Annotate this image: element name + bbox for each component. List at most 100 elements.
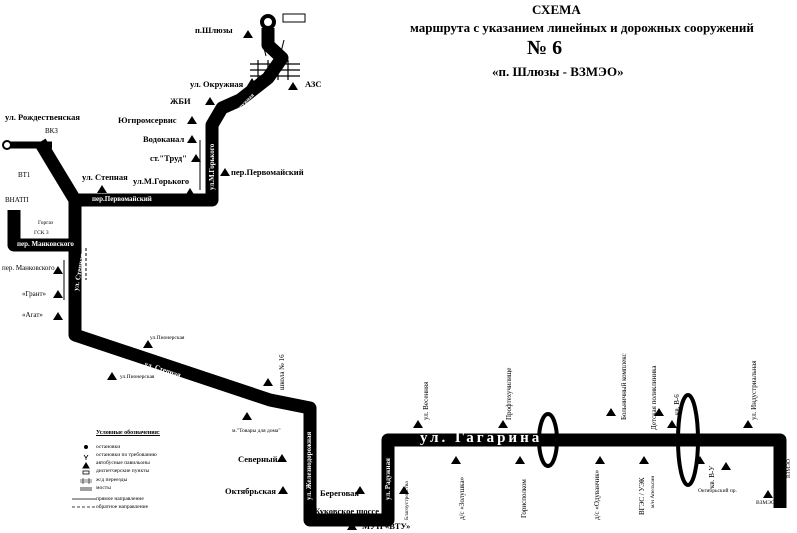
stop-gorispolkom (515, 456, 525, 464)
stop-label-trud: ст."Труд" (150, 153, 187, 163)
stop-vodokanal (187, 135, 197, 143)
stop-label-yugpromservis: Югпромсервис (118, 115, 177, 125)
stop-label-kvvu: кв. В-У (708, 465, 716, 488)
route-number: № 6 (527, 37, 563, 59)
stop-label-vzmeo: ВЗМЭО (756, 500, 775, 506)
stop-pionerskaya1 (143, 340, 153, 348)
stop-label-oktyabrskaya: Октябрьская (225, 486, 277, 496)
stop-azs (288, 82, 298, 90)
stop-label-grant: «Грант» (22, 290, 47, 298)
stop-label-stepnaya: ул. Степная (82, 172, 128, 182)
stop-trud (191, 154, 201, 162)
bridge-1 (537, 412, 559, 468)
stop-agat (53, 312, 63, 320)
stop-detpoli (654, 408, 664, 416)
stop-oktyabrskaya (278, 486, 288, 494)
stop-label-oduvanchik: д/с «Одуванчик» (593, 469, 601, 520)
stop-kvvu (721, 462, 731, 470)
stop-label-mankovskogo: пер. Манковского (2, 264, 55, 272)
stop-label-vges: ВГЭС / УЭК (638, 477, 646, 515)
stop-label-pervomaisky: пер.Первомайский (231, 167, 304, 177)
stop-beregovaya (355, 486, 365, 494)
stop-markers (53, 30, 773, 530)
stop-label-bolnichny: Больничный комплекс (620, 353, 628, 420)
stop-label-okruzhnaya: ул. Окружная (190, 79, 244, 89)
legend-symbols (72, 445, 96, 508)
street-gorkogo: ул.М.Горького (208, 143, 216, 190)
stop-label-vt1: ВТ1 (18, 171, 31, 179)
stop-label-vzmeo2: ВЗМЭО (786, 459, 792, 478)
stop-label-zhukovskoe: Жуковское шоссе (312, 506, 380, 516)
legend-item: ж/д переезды (96, 477, 128, 483)
rail-crossing-azs (250, 60, 300, 80)
street-raduzhnaya: ул. Радужная (384, 458, 392, 500)
stop-gorkogo (185, 188, 195, 196)
stop-industr (743, 420, 753, 428)
stop-pionerskaya2 (107, 372, 117, 380)
stop-kv6 (667, 420, 677, 428)
route-name: «п. Шлюзы - ВЗМЭО» (492, 64, 624, 79)
street-zhd: ул. Железнодорожная (305, 431, 313, 500)
legend-item: диспетчерские пункты (96, 468, 150, 474)
shlyuzy-dispatch (282, 13, 306, 23)
stop-okruzhnaya (247, 78, 257, 86)
stop-label-mup: МУП «ВТУ» (362, 521, 411, 531)
stop-stepnaya (97, 185, 107, 193)
stop-label-shkola16: школа № 16 (278, 354, 286, 390)
legend-item: остановки по требованию (96, 452, 157, 458)
stop-label-kv6: кв. В-6 (673, 394, 681, 415)
stop-label-rozhdestvenskaya: ул. Рождественская (5, 112, 81, 122)
stop-pervomaisky (220, 168, 230, 176)
legend-item: обратное направление (96, 504, 149, 510)
stop-mankovskogo (53, 266, 63, 274)
stop-zhbi (205, 97, 215, 105)
legend-item: прямое направление (96, 496, 144, 502)
stop-label-apelsin: м/н Апельсин (650, 475, 656, 508)
map-subtitle: маршрута с указанием линейных и дорожных… (410, 20, 754, 35)
stop-label-detpoli: Детская поликлиника (650, 365, 658, 430)
stop-label-vniatp: ВНАТП (5, 196, 29, 204)
stop-oduvanchik (595, 456, 605, 464)
stop-yugpromservis (187, 116, 197, 124)
stop-label-severny: Северный (238, 454, 278, 464)
stop-label-gorkogo: ул.М.Горького (133, 176, 190, 186)
street-mankovskogo: пер. Манковского (17, 240, 74, 248)
stop-label-vesennyaya: ул. Весенняя (422, 381, 430, 420)
direction-arrows (63, 39, 285, 300)
stop-label-pionerskaya1: ул.Пионерская (150, 335, 185, 341)
stop-vges (639, 456, 649, 464)
stop-vzmeo (763, 490, 773, 498)
stop-zolushka (451, 456, 461, 464)
stop-prof (498, 420, 508, 428)
stop-label-beregovaya: Береговая (320, 488, 360, 498)
stop-label-zolushka: д/с «Золушка» (458, 476, 466, 520)
stop-label-blago: Благоустройства (404, 481, 410, 520)
stop-label-oktyabrskyp: Октябрьский пр. (698, 488, 737, 494)
stop-label-gorgaz: Горгаз (38, 220, 54, 226)
stop-label-prof: Профтехучилище (505, 367, 513, 420)
stop-severny (277, 454, 287, 462)
stop-label-shlyuzy: п.Шлюзы (195, 25, 233, 35)
stop-vesennyaya (413, 420, 423, 428)
stop-label-industr: ул. Индустриальная (750, 360, 758, 420)
stop-shlyuzy (243, 30, 253, 38)
legend-item: остановки (96, 444, 121, 450)
stop-oktyabrskyp (695, 456, 705, 464)
stop-shkola16 (263, 378, 273, 386)
stop-label-gorispolkom: Горисполком (520, 479, 528, 518)
legend-item: автобусные павильоны (96, 460, 150, 466)
route-road (7, 28, 787, 527)
stop-label-tovary: м."Товары для дома" (232, 428, 281, 434)
street-gagarina: ул. Гагарина (420, 430, 543, 446)
lenina-terminal (2, 140, 12, 150)
stop-label-vodokanal: Водоканал (143, 134, 185, 144)
stop-label-pionerskaya2: ул.Пионерская (120, 374, 155, 380)
stop-bolnichny (606, 408, 616, 416)
street-pervomaisky: пер.Первомайский (92, 195, 152, 203)
stop-blago (399, 486, 409, 494)
stop-mup (347, 522, 357, 530)
bridge-2 (676, 393, 700, 487)
legend-title: Условные обозначения: (96, 430, 160, 436)
stop-grant (53, 290, 63, 298)
